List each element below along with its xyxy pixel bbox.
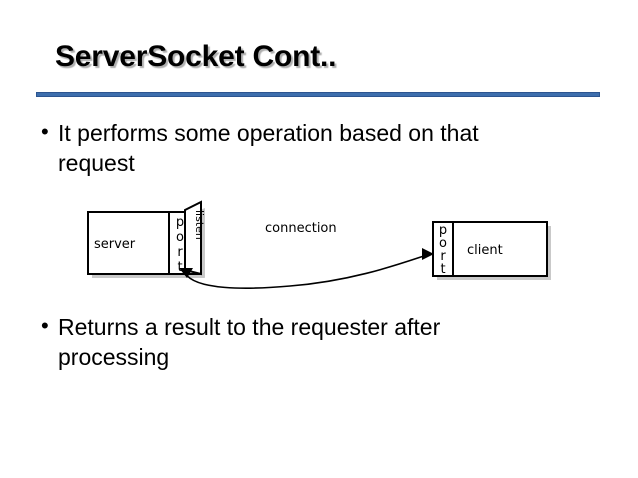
connection-label: connection [265, 221, 337, 236]
bullet-marker-icon: • [41, 119, 49, 144]
listen-flap [184, 200, 202, 276]
bullet-text-1: It performs some operation based on that… [58, 120, 479, 176]
connection-curve [184, 253, 431, 289]
diagram-canvas: server p o r t listen connection p o r [87, 200, 551, 289]
connection-origin-marker [179, 268, 193, 278]
server-label: server [94, 237, 136, 252]
server-port-letter-t: t [177, 260, 182, 275]
server-port-letter-r: r [177, 245, 183, 260]
title-divider [36, 92, 600, 97]
client-port-letter-r: r [440, 249, 446, 264]
client-port-letter-p: p [439, 223, 447, 238]
server-port-letter-p: p [176, 215, 184, 230]
bullet-text-2: Returns a result to the requester after … [58, 314, 441, 370]
client-label: client [467, 243, 503, 258]
server-port-letter-o: o [176, 230, 184, 245]
client-port-letter-o: o [439, 236, 447, 251]
listen-label: listen [193, 210, 206, 240]
bullet-marker-icon: • [41, 313, 49, 338]
socket-connection-diagram: server p o r t listen connection p o r [75, 198, 565, 302]
page-title: ServerSocket Cont.. [55, 40, 337, 73]
connection-arrowhead-icon [422, 248, 434, 260]
bullet-item-2: • Returns a result to the requester afte… [38, 312, 538, 372]
client-port-letter-t: t [440, 262, 445, 277]
bullet-item-1: • It performs some operation based on th… [38, 118, 538, 178]
